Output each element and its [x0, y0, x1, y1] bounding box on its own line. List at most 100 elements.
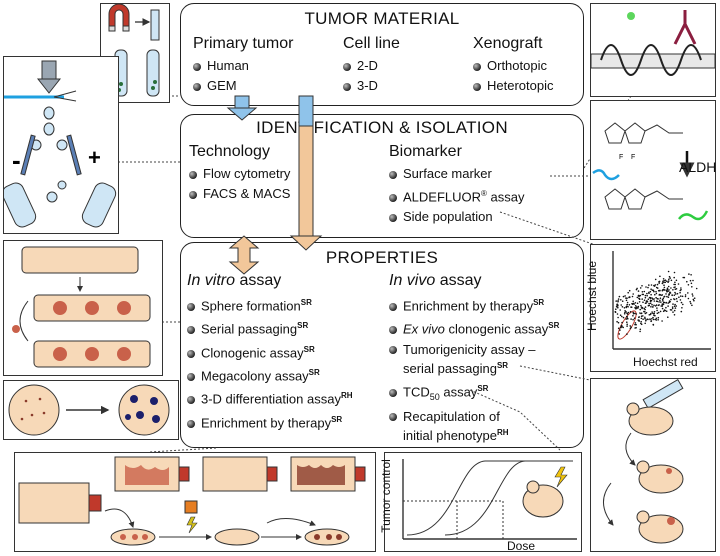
scatter-point — [618, 295, 621, 298]
scatter-point — [647, 286, 649, 289]
scatter-point — [675, 279, 678, 282]
green-light-icon — [678, 210, 709, 221]
bullet-icon — [189, 190, 197, 199]
scatter-point — [625, 299, 628, 302]
scatter-point — [671, 306, 674, 308]
bullet-icon — [389, 346, 397, 355]
invitro-heading: In vitro assay — [187, 272, 282, 289]
scatter-point — [659, 310, 662, 313]
scatter-point — [681, 307, 683, 309]
scatter-point — [673, 298, 675, 300]
scatter-point — [627, 318, 629, 320]
connector-line — [149, 447, 217, 453]
scatter-point — [657, 311, 660, 314]
scatter-point — [670, 279, 673, 282]
scatter-point — [652, 312, 654, 315]
scatter-point — [666, 291, 668, 293]
scatter-point — [625, 318, 627, 320]
facs-illustration: - + — [1, 56, 119, 234]
scatter-point — [643, 307, 645, 310]
membrane — [590, 53, 716, 69]
scatter-point — [652, 318, 655, 321]
blue-light-icon — [592, 169, 620, 181]
magnet-icon — [108, 3, 130, 27]
scatter-point — [615, 308, 617, 310]
scatter-point — [678, 296, 680, 298]
scatter-point — [657, 319, 659, 321]
scatter-point — [623, 313, 626, 315]
scatter-point — [687, 284, 690, 286]
scatter-point — [635, 326, 637, 329]
tumor-material-title: TUMOR MATERIAL — [304, 9, 460, 28]
scatter-point — [655, 292, 658, 295]
scatter-point — [651, 311, 653, 313]
mouse-icon — [628, 406, 674, 436]
scatter-point — [687, 292, 689, 294]
scatter-point — [648, 302, 650, 305]
scatter-point — [639, 287, 642, 289]
scatter-point — [640, 304, 642, 307]
scatter-point — [641, 307, 643, 310]
scatter-point — [666, 287, 669, 289]
scatter-point — [654, 318, 657, 321]
scatter-point — [620, 324, 623, 327]
scatter-point — [662, 297, 665, 300]
scatter-point — [620, 299, 622, 301]
scatter-point — [627, 291, 629, 294]
scatter-point — [682, 303, 684, 306]
scatter-point — [668, 280, 670, 282]
scatter-point — [626, 323, 628, 326]
scatter-point — [674, 291, 676, 294]
scatter-point — [669, 291, 671, 293]
scatter-point — [638, 320, 640, 322]
scatter-point — [644, 312, 647, 315]
scatter-point — [655, 317, 658, 320]
scatter-point — [616, 320, 618, 323]
scatter-point — [626, 316, 628, 318]
radiation-bolt-icon — [554, 466, 568, 488]
scatter-point — [621, 315, 623, 318]
scatter-point — [680, 295, 682, 297]
connector-line — [499, 211, 611, 251]
scatter-point — [617, 321, 620, 324]
scatter-point — [675, 305, 678, 307]
scatter-point — [634, 305, 637, 307]
scatter-point — [668, 278, 670, 281]
tcd-ylabel: Tumor control — [378, 459, 393, 533]
biomarker-column: Biomarker Surface marker ALDEFLUOR® assa… — [389, 143, 525, 227]
list-item: Heterotopic — [473, 76, 553, 96]
scatter-point — [674, 286, 676, 288]
scatter-point — [628, 296, 631, 298]
scatter-point — [642, 315, 644, 317]
scatter-point — [674, 281, 676, 284]
scatter-point — [672, 289, 674, 291]
scatter-point — [638, 298, 641, 300]
bullet-icon — [389, 388, 397, 397]
scatter-point — [639, 328, 642, 331]
list-item: Surface marker — [389, 164, 525, 184]
scatter-point — [661, 298, 664, 301]
scatter-point — [675, 297, 678, 300]
scatter-point — [650, 288, 652, 290]
scatter-point — [661, 307, 664, 310]
list-item: Tumorigenicity assay –serial passagingSR — [389, 342, 559, 377]
bullet-icon — [343, 82, 351, 91]
dose-curve — [406, 460, 565, 536]
scatter-point — [664, 309, 666, 312]
scatter-point — [689, 300, 691, 303]
scatter-point — [670, 298, 672, 301]
scatter-point — [661, 303, 664, 305]
scatter-point — [651, 297, 653, 299]
scatter-point — [619, 309, 621, 311]
scatter-point — [665, 306, 667, 309]
scatter-point — [639, 330, 641, 333]
list-item: Orthotopic — [473, 56, 553, 76]
scatter-point — [658, 301, 660, 303]
scatter-point — [626, 313, 629, 315]
column-icon — [150, 9, 160, 41]
scatter-point — [636, 296, 639, 299]
scatter-point — [658, 280, 661, 283]
scatter-point — [658, 293, 661, 296]
scatter-point — [663, 286, 666, 289]
scatter-point — [668, 293, 670, 296]
